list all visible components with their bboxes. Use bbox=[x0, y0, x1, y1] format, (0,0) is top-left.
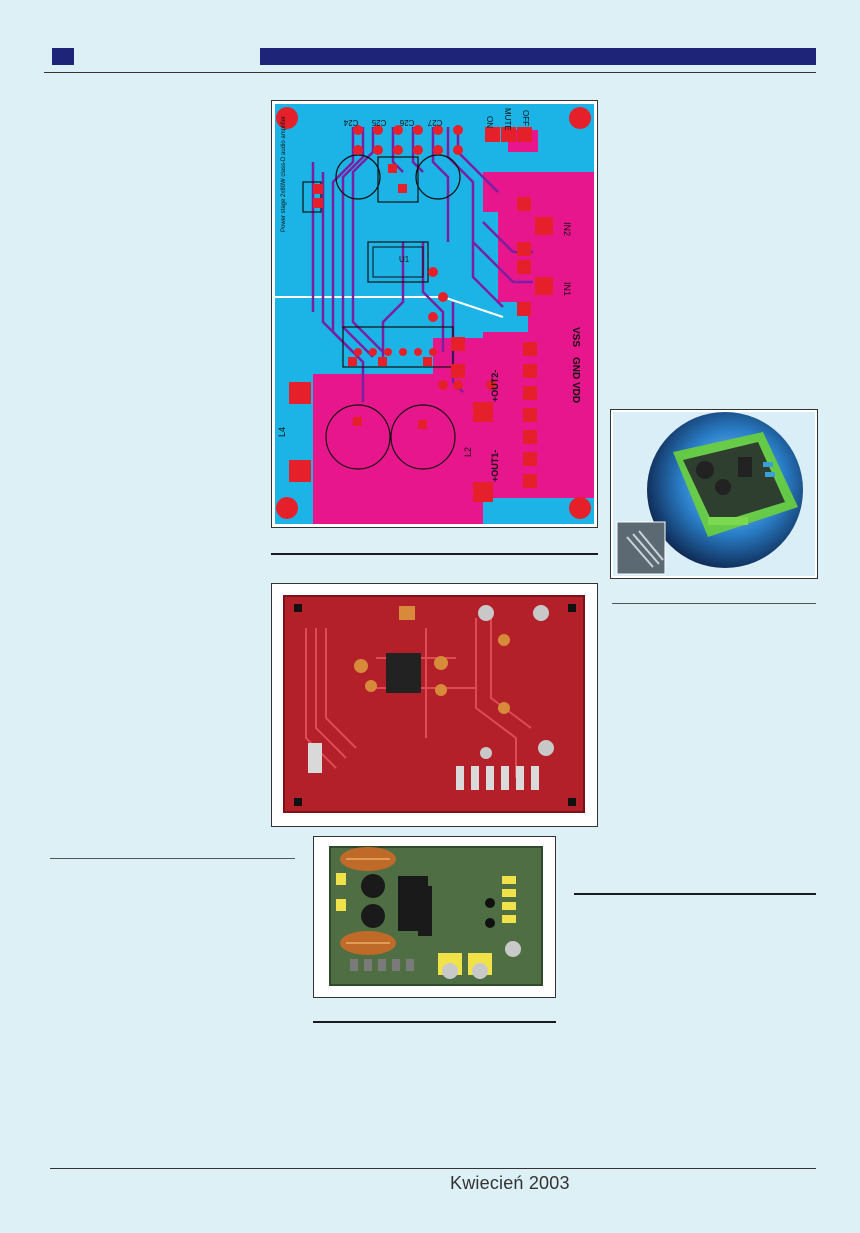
board-on-cd-illustration bbox=[613, 412, 815, 576]
header-marker-left bbox=[52, 48, 74, 65]
header-bar-right bbox=[260, 48, 816, 65]
board-on-cd-photo bbox=[610, 409, 818, 579]
svg-text:IN2: IN2 bbox=[562, 222, 572, 236]
svg-text:OFF: OFF bbox=[521, 110, 530, 126]
green-board-photo bbox=[313, 836, 556, 998]
green-board-illustration bbox=[318, 841, 551, 993]
footer-rule bbox=[50, 1168, 816, 1169]
assembled-board-photo bbox=[271, 583, 598, 827]
svg-text:C26: C26 bbox=[399, 118, 414, 127]
svg-text:C27: C27 bbox=[427, 118, 442, 127]
caption-rule-pcb bbox=[271, 553, 598, 555]
svg-text:U1: U1 bbox=[399, 255, 410, 264]
svg-text:MUTE: MUTE bbox=[503, 108, 512, 131]
svg-text:IN1: IN1 bbox=[562, 282, 572, 296]
svg-text:+OUT1-: +OUT1- bbox=[490, 450, 500, 482]
svg-text:VSS: VSS bbox=[570, 327, 581, 347]
svg-text:Power stage 2x80W class-D audi: Power stage 2x80W class-D audio amplifie… bbox=[281, 116, 287, 232]
pcb-silkscreen: C24 C25 C26 C27 ON MUTE OFF IN2 IN1 VSS … bbox=[277, 108, 581, 482]
svg-text:L4: L4 bbox=[277, 427, 287, 437]
caption-rule-left-column bbox=[50, 858, 295, 859]
pcb-layout-figure: C24 C25 C26 C27 ON MUTE OFF IN2 IN1 VSS … bbox=[271, 100, 598, 528]
svg-text:+OUT2-: +OUT2- bbox=[490, 370, 500, 402]
caption-rule-right-column bbox=[574, 893, 816, 895]
caption-rule-cd-photo bbox=[612, 603, 816, 604]
svg-text:C25: C25 bbox=[371, 118, 386, 127]
svg-text:GND: GND bbox=[570, 357, 581, 379]
header-rule bbox=[44, 72, 816, 73]
pcb-layout-drawing: C24 C25 C26 C27 ON MUTE OFF IN2 IN1 VSS … bbox=[273, 102, 596, 526]
caption-rule-green-board bbox=[313, 1021, 556, 1023]
svg-text:C24: C24 bbox=[343, 118, 358, 127]
svg-text:L2: L2 bbox=[463, 447, 473, 457]
svg-text:VDD: VDD bbox=[570, 382, 581, 403]
svg-text:ON: ON bbox=[485, 116, 494, 128]
footer-date: Kwiecień 2003 bbox=[450, 1173, 570, 1193]
red-board-illustration bbox=[276, 588, 593, 822]
